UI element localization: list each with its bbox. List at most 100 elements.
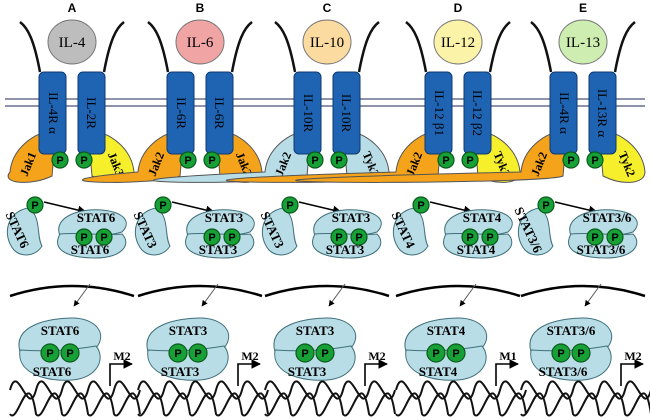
- receptor-arm-right: [613, 21, 636, 73]
- phospho-group: P: [426, 343, 446, 363]
- transcription-arrow: [364, 359, 388, 386]
- panel-letter: B: [196, 1, 205, 15]
- receptor-left-label: IL-6R: [174, 97, 189, 129]
- translocation-arrow: [584, 283, 602, 307]
- phospho-group: P: [154, 196, 172, 214]
- phosphate-label: P: [335, 155, 342, 167]
- phosphate-icon: [281, 196, 299, 214]
- activation-arrow: [298, 201, 342, 215]
- stat-dimer-bottom-label: STAT4: [457, 242, 496, 257]
- stat-monomer: [517, 207, 554, 256]
- stat-dimer-bottom-label: STAT6: [71, 242, 110, 257]
- phosphate-icon: [586, 151, 604, 169]
- stat-dimer-top-label: STAT3: [332, 210, 371, 225]
- dna-strand-2: [9, 392, 141, 417]
- cytokine-ligand: [302, 19, 352, 65]
- phosphate-icon: [179, 151, 197, 169]
- ligand-label: IL-4: [59, 35, 86, 51]
- receptor-arm-left: [405, 21, 428, 73]
- phosphate-icon: [562, 151, 580, 169]
- stat-dimer-top-label: STAT4: [463, 210, 502, 225]
- receptor-right: [588, 71, 617, 155]
- ligand-label: IL-13: [566, 35, 600, 51]
- jak-left-kinase: [295, 129, 568, 183]
- dna-strand-2: [137, 392, 269, 417]
- receptor-left-label: IL-12 β1: [432, 90, 447, 136]
- phosphate-label: P: [577, 348, 584, 360]
- dna-strand-2: [264, 392, 396, 417]
- phospho-group: P: [51, 151, 69, 169]
- stat-dimer-bottom-label: STAT3/6: [577, 242, 626, 257]
- cytokine-ligand: [175, 19, 225, 65]
- phosphate-label: P: [321, 348, 328, 360]
- translocation-arrow: [459, 283, 477, 307]
- phosphate-label: P: [208, 232, 215, 244]
- receptor-arm-left: [147, 21, 170, 73]
- phospho-group: P: [315, 343, 335, 363]
- phosphate-icon: [537, 196, 555, 214]
- nuclear-stat-bottom-label: STAT3: [288, 364, 327, 379]
- phosphate-icon: [75, 228, 93, 246]
- dna-strand-2: [395, 392, 527, 417]
- transcription-arrow: [495, 359, 519, 386]
- macrophage-label: M2: [113, 349, 130, 363]
- activation-arrow: [429, 201, 473, 215]
- phosphate-label: P: [486, 232, 493, 244]
- phosphate-icon: [168, 343, 188, 363]
- receptor-left-label: IL-4R α: [46, 92, 61, 134]
- phospho-group: P: [562, 151, 580, 169]
- cytokine-ligand: [47, 19, 97, 65]
- nuclear-membrane: [264, 284, 390, 298]
- phosphate-icon: [95, 228, 113, 246]
- panel-letter: D: [454, 1, 463, 15]
- nuclear-membrane: [9, 284, 135, 298]
- dna-helix: [395, 380, 527, 417]
- stat-monomer: [134, 207, 171, 256]
- phosphate-icon: [437, 151, 455, 169]
- phosphate-label: P: [56, 155, 63, 167]
- phosphate-icon: [315, 343, 335, 363]
- receptor-arm-left: [19, 21, 42, 73]
- receptor-arm-left: [530, 21, 553, 73]
- phosphate-icon: [426, 343, 446, 363]
- phospho-group: P: [330, 151, 348, 169]
- phosphate-icon: [446, 343, 466, 363]
- transcription-arrow: [237, 359, 261, 386]
- phosphate-icon: [295, 343, 315, 363]
- phospho-group: P: [306, 151, 324, 169]
- dna-strand-1: [137, 380, 269, 400]
- dna-strand-1: [9, 380, 141, 400]
- phosphate-label: P: [311, 155, 318, 167]
- phosphate-label: P: [542, 200, 549, 212]
- receptor-left-label: IL-10R: [301, 94, 316, 133]
- phospho-group: P: [40, 343, 60, 363]
- receptor-right-label: IL-2R: [84, 97, 99, 129]
- phosphate-label: P: [567, 155, 574, 167]
- phosphate-label: P: [591, 232, 598, 244]
- translocation-arrow: [73, 283, 91, 307]
- phosphate-icon: [188, 343, 208, 363]
- activation-arrow: [554, 201, 598, 215]
- stat-monomer: [6, 207, 43, 256]
- phosphate-icon: [51, 151, 69, 169]
- phosphate-label: P: [228, 232, 235, 244]
- dna-strand-2: [520, 392, 650, 417]
- stat-dimer-bottom-label: STAT3: [199, 242, 238, 257]
- phospho-group: P: [295, 343, 315, 363]
- phosphate-label: P: [80, 155, 87, 167]
- dna-helix: [137, 380, 269, 417]
- ligand-label: IL-10: [310, 35, 344, 51]
- phospho-group: P: [350, 228, 368, 246]
- activation-arrow: [171, 201, 215, 215]
- receptor-left: [293, 71, 322, 155]
- phosphate-label: P: [184, 155, 191, 167]
- phosphate-icon: [551, 343, 571, 363]
- receptor-right: [205, 71, 234, 155]
- phosphate-label: P: [66, 348, 73, 360]
- receptor-left: [424, 71, 453, 155]
- nuclear-stat-top-label: STAT3/6: [547, 323, 596, 338]
- phosphate-label: P: [208, 155, 215, 167]
- stat-dimer-top-label: STAT3/6: [583, 210, 632, 225]
